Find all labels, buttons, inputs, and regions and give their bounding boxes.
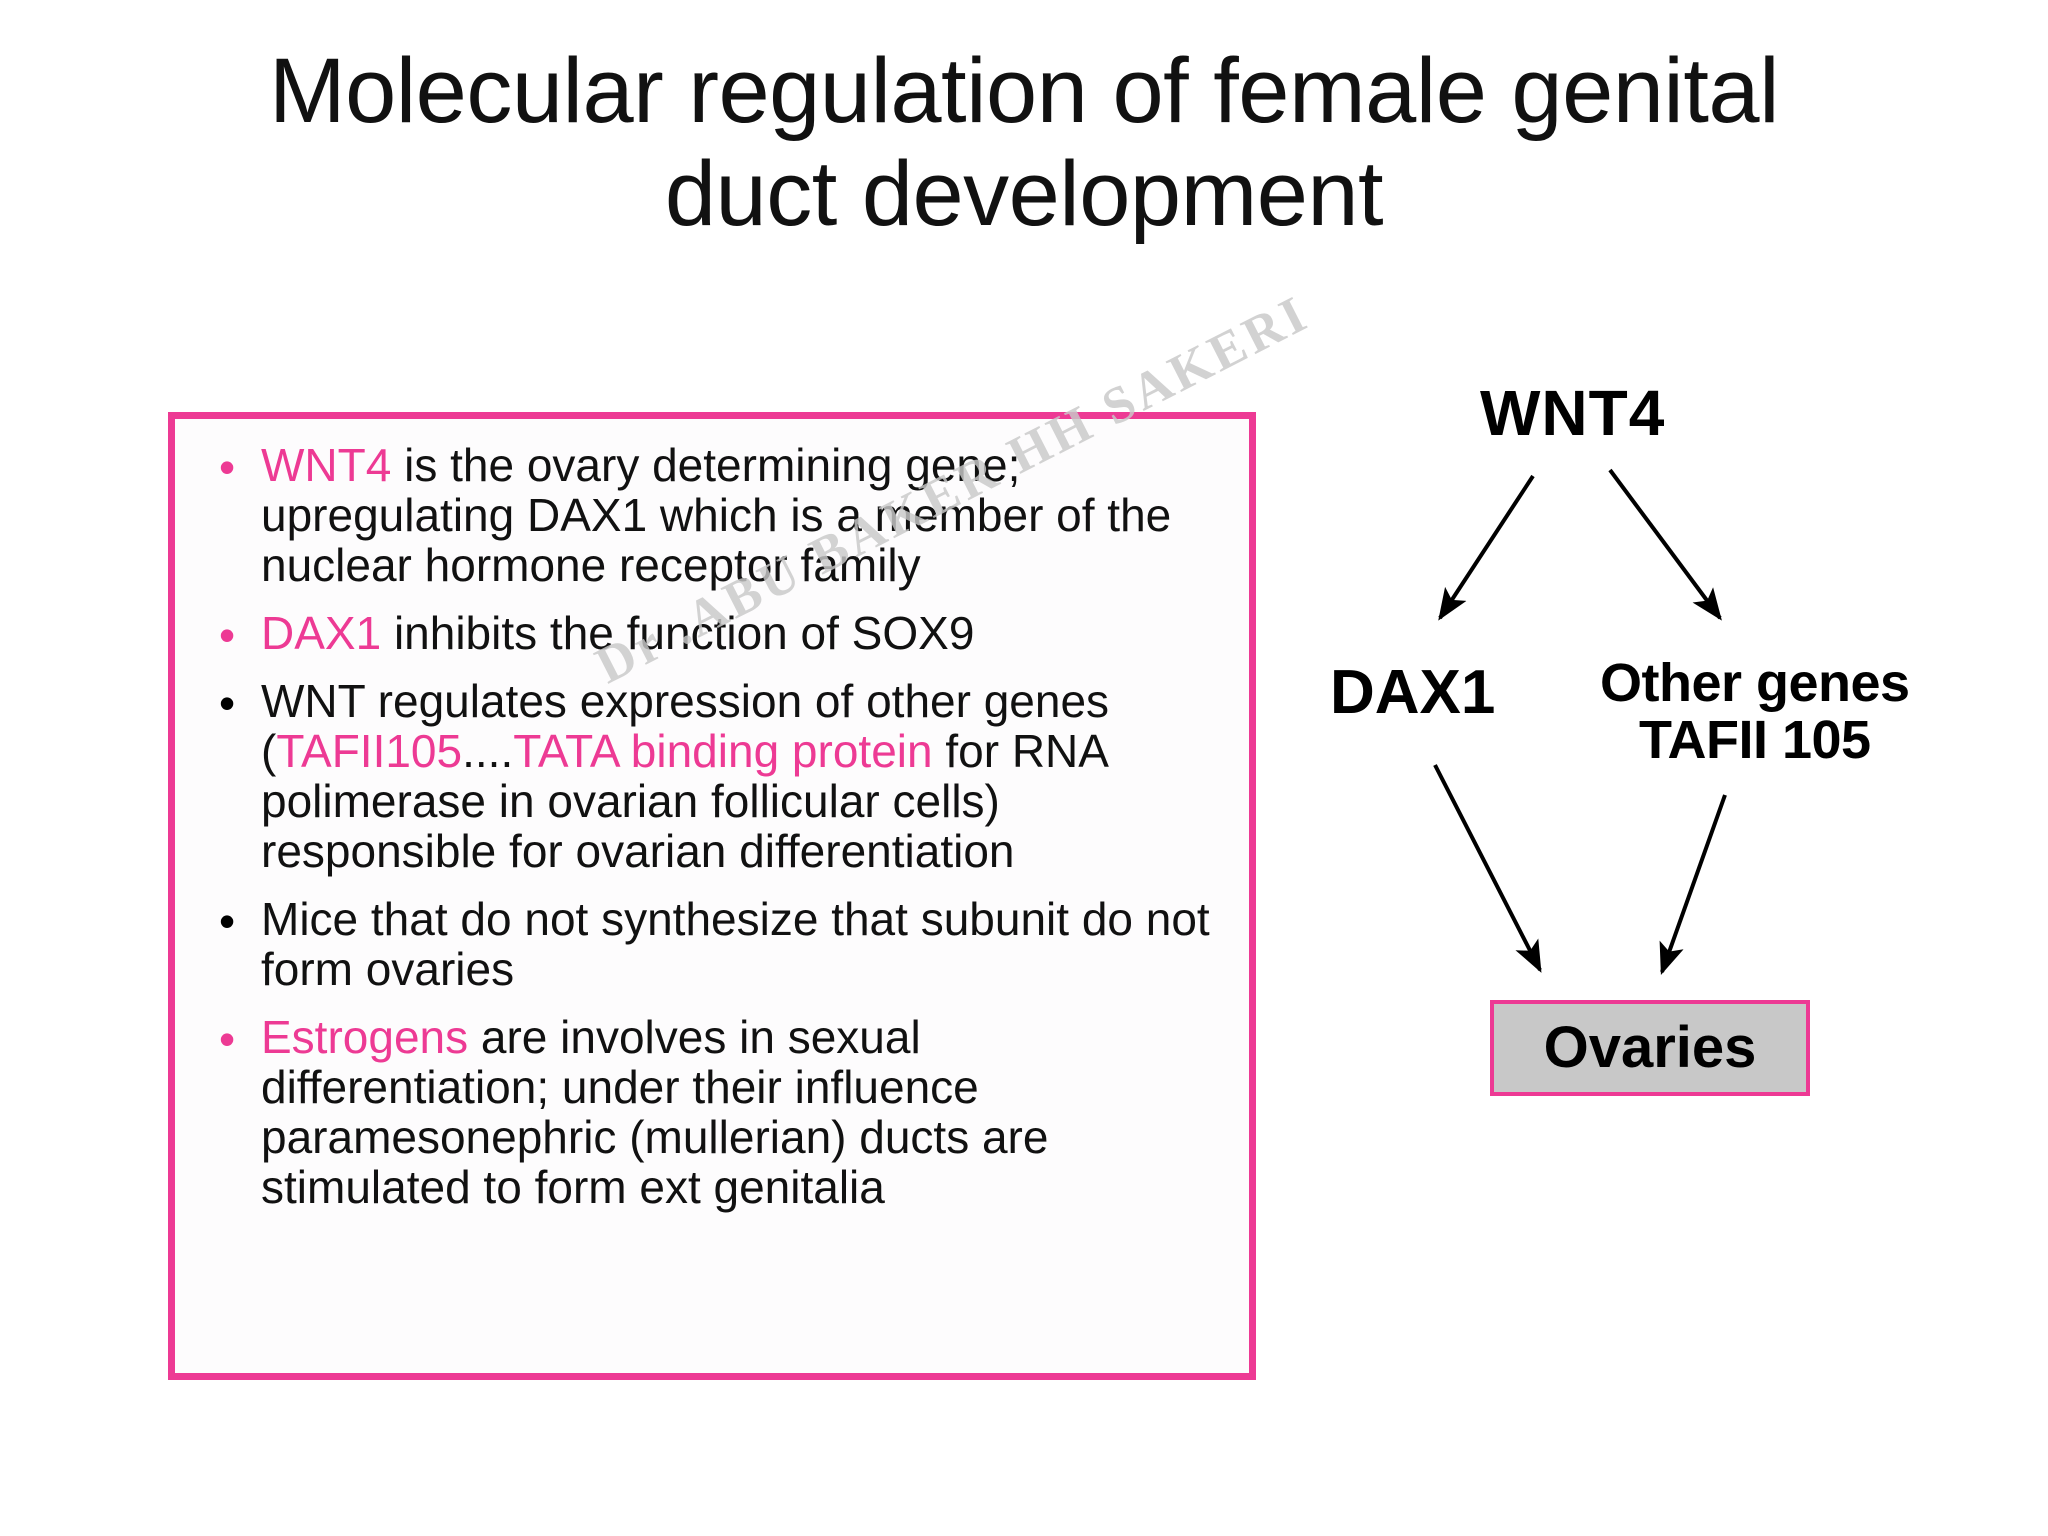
- bullet-marker-icon: •: [218, 895, 236, 948]
- diagram-node-ovaries-box: Ovaries: [1490, 1000, 1810, 1096]
- arrow-dax1-to-ovaries: [1433, 764, 1542, 973]
- bullet-text-box: • WNT4 is the ovary determining gene; up…: [168, 412, 1256, 1380]
- highlight-term: Estrogens: [261, 1010, 469, 1063]
- bullet-body: WNT regulates expression of other genes …: [261, 675, 1110, 778]
- other-genes-line-1: Other genes: [1600, 653, 1910, 713]
- pathway-diagram: WNT4 DAX1 Other genes TAFII 105 Ovaries: [1290, 377, 2030, 1220]
- highlight-term: WNT4: [261, 439, 392, 491]
- bullet-text: WNT4 is the ovary determining gene; upre…: [261, 439, 1221, 591]
- arrow-wnt4-to-othergenes: [1608, 468, 1722, 621]
- diagram-arrows: [1433, 468, 1727, 976]
- list-item: • Mice that do not synthesize that subun…: [193, 893, 1221, 995]
- list-item: • WNT regulates expression of other gene…: [193, 677, 1221, 877]
- bullet-marker-icon: •: [218, 1012, 236, 1065]
- bullet-body: for RNA polimerase in ovarian follicular…: [261, 725, 1107, 878]
- diagram-node-other-genes: Other genes TAFII 105: [1600, 655, 1910, 768]
- bullet-text: WNT regulates expression of other genes …: [261, 677, 1221, 877]
- highlight-term: TATA binding protein: [513, 725, 933, 778]
- arrow-othergenes-to-ovaries: [1659, 794, 1727, 976]
- highlight-term: DAX1: [261, 606, 382, 659]
- bullet-body: Mice that do not synthesize that subunit…: [261, 893, 1210, 995]
- bullet-text: DAX1 inhibits the function of SOX9: [261, 606, 1221, 659]
- bullet-text: Estrogens are involves in sexual differe…: [261, 1010, 1221, 1213]
- bullet-body: is the ovary determining gene; upregulat…: [261, 439, 1172, 591]
- bullet-marker-icon: •: [218, 677, 236, 730]
- bullet-marker-icon: •: [218, 441, 236, 493]
- page-title: Molecular regulation of female genital d…: [268, 40, 1780, 246]
- bullet-ellipsis: ....: [462, 725, 514, 778]
- bullet-body: inhibits the function of SOX9: [381, 606, 975, 659]
- diagram-node-dax1: DAX1: [1330, 658, 1496, 727]
- highlight-term: TAFII105: [276, 725, 463, 778]
- list-item: • DAX1 inhibits the function of SOX9: [193, 606, 1221, 661]
- arrow-wnt4-to-dax1: [1438, 474, 1535, 621]
- bullet-body: are involves in sexual differentiation; …: [261, 1010, 1049, 1213]
- other-genes-line-2: TAFII 105: [1639, 709, 1871, 770]
- diagram-node-wnt4: WNT4: [1480, 377, 1666, 449]
- diagram-node-ovaries-label: Ovaries: [1543, 1014, 1757, 1080]
- list-item: • Estrogens are involves in sexual diffe…: [193, 1010, 1221, 1213]
- bullet-marker-icon: •: [218, 608, 236, 661]
- list-item: • WNT4 is the ovary determining gene; up…: [193, 439, 1221, 591]
- bullet-text: Mice that do not synthesize that subunit…: [261, 893, 1221, 995]
- bullet-list: • WNT4 is the ovary determining gene; up…: [193, 439, 1221, 1213]
